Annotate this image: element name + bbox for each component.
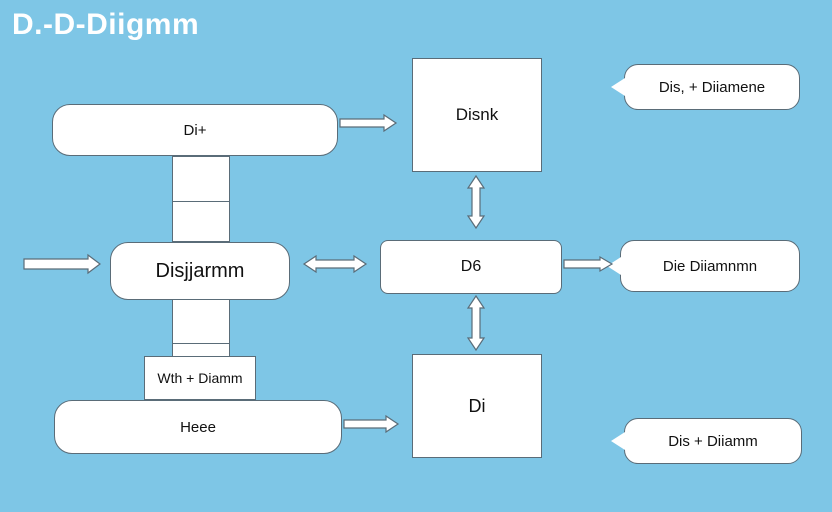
node-label-box-label: Wth + Diamm [157,370,243,386]
vertical-connector-upper [172,156,230,242]
node-top-center-label: Disnk [455,105,499,124]
node-center-left[interactable]: Disjjarmm [110,242,290,300]
node-top-center[interactable]: Disnk [412,58,542,172]
node-middle-center-label: D6 [460,258,482,275]
arrow-right-incoming [23,253,101,275]
node-bottom-left[interactable]: Heee [54,400,342,454]
callout-middle-right-label: Die Diiamnmn [662,257,758,275]
arrow-right-to-callout [563,255,614,273]
arrow-double-middle [302,254,368,274]
node-label-box[interactable]: Wth + Diamm [144,356,256,400]
node-middle-center[interactable]: D6 [380,240,562,294]
vertical-connector-lower [172,298,230,358]
callout-bottom-right[interactable]: Dis + Diiamm [611,418,802,464]
arrow-right-bottom [343,414,400,434]
arrow-right-top [339,113,398,133]
arrow-double-vertical-lower [466,294,486,352]
node-bottom-center[interactable]: Di [412,354,542,458]
callout-tail [611,78,625,96]
node-center-left-label: Disjjarmm [155,259,245,282]
callout-top-right-label: Dis, + Diiamene [658,78,766,96]
callout-bottom-right-label: Dis + Diiamm [668,432,758,450]
diagram-title: D.-D-Diigmm [12,8,200,41]
node-bottom-left-label: Heee [180,418,216,436]
node-top-left[interactable]: Di+ [52,104,338,156]
node-top-left-label: Di+ [183,121,207,139]
callout-middle-right[interactable]: Die Diiamnmn [607,240,800,292]
arrow-double-vertical-upper [466,174,486,230]
callout-tail [607,257,621,275]
callout-top-right[interactable]: Dis, + Diiamene [611,64,800,110]
node-bottom-center-label: Di [468,395,486,416]
callout-tail [611,432,625,450]
